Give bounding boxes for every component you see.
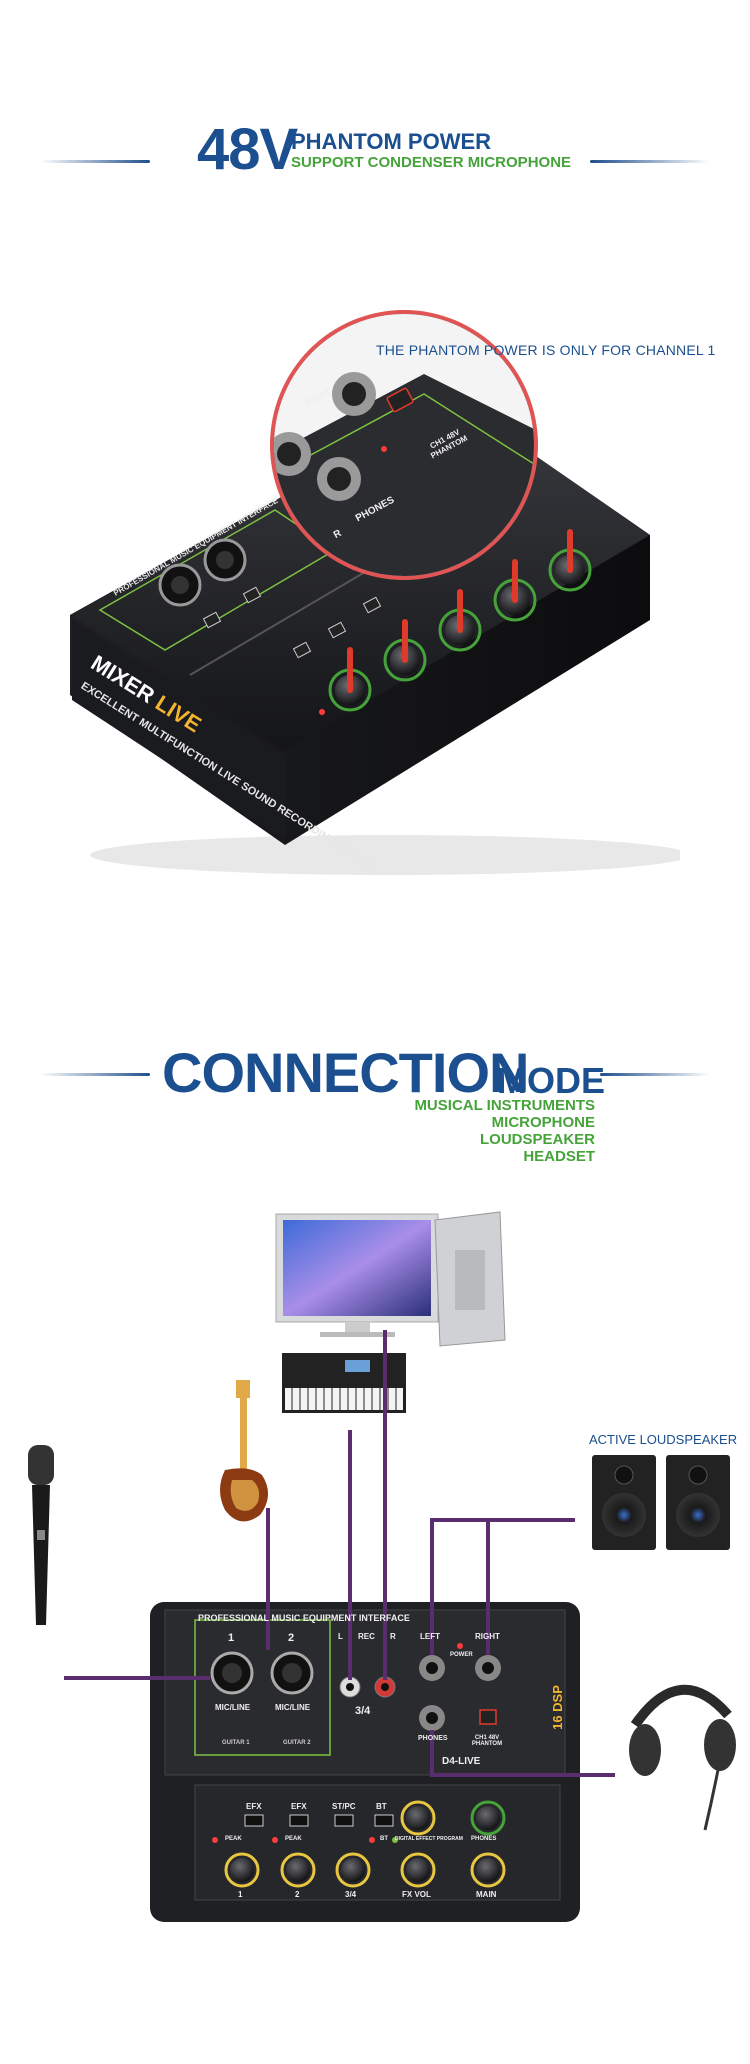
rec-label: REC bbox=[358, 1632, 375, 1641]
computer-tower bbox=[434, 1211, 506, 1347]
ch1-number: 1 bbox=[228, 1632, 235, 1644]
right-out-label: RIGHT bbox=[475, 1632, 500, 1641]
phantom-power-title: PHANTOM POWER bbox=[291, 129, 492, 154]
mode-item-headset: HEADSET bbox=[523, 1148, 595, 1165]
phones-knob-label: PHONES bbox=[471, 1836, 497, 1842]
power-label: POWER bbox=[450, 1652, 473, 1658]
header-rule-right bbox=[590, 160, 710, 163]
zoom-detail-image bbox=[274, 314, 534, 576]
header-rule-left-2 bbox=[40, 1073, 150, 1076]
knob-label-34: 3/4 bbox=[345, 1890, 357, 1899]
btn-stpc-label: ST/PC bbox=[332, 1802, 356, 1811]
left-out-label: LEFT bbox=[420, 1632, 440, 1641]
knob-label-fxvol: FX VOL bbox=[402, 1890, 431, 1899]
ch2-micline-label: MIC/LINE bbox=[275, 1703, 311, 1712]
dsp-badge: 16 DSP bbox=[549, 1685, 565, 1730]
ch34-label: 3/4 bbox=[355, 1705, 371, 1717]
microphone bbox=[28, 1445, 54, 1625]
ch1-micline-label: MIC/LINE bbox=[215, 1703, 251, 1712]
connection-diagram bbox=[28, 1211, 736, 1922]
knob-label-main: MAIN bbox=[476, 1890, 497, 1899]
peak-label-2: PEAK bbox=[285, 1836, 302, 1842]
guitar1-label: GUITAR 1 bbox=[222, 1740, 250, 1746]
phones-out-label: PHONES bbox=[418, 1735, 448, 1742]
front-mixer-body bbox=[150, 1602, 580, 1922]
ch2-number: 2 bbox=[288, 1632, 295, 1644]
dfx-label: DIGITAL EFFECT PROGRAM bbox=[395, 1836, 463, 1842]
keyboard bbox=[282, 1353, 406, 1413]
connection-title: CONNECTION bbox=[162, 1041, 529, 1104]
model-label: D4-LIVE bbox=[442, 1756, 481, 1767]
phantom-power-subtitle: SUPPORT CONDENSER MICROPHONE bbox=[291, 154, 572, 171]
computer-monitor bbox=[275, 1213, 439, 1337]
bt-led-label: BT bbox=[380, 1836, 388, 1842]
phantom-zoom-circle: RIGHT CH1 48V PHANTOM PHONES R bbox=[270, 310, 538, 580]
active-speakers bbox=[592, 1455, 730, 1550]
mode-item-instruments: MUSICAL INSTRUMENTS bbox=[414, 1097, 595, 1114]
connection-mode-list: MUSICAL INSTRUMENTS MICROPHONE LOUDSPEAK… bbox=[414, 1097, 595, 1165]
connection-cables bbox=[64, 1330, 615, 1777]
btn-efx-2-label: EFX bbox=[291, 1802, 307, 1811]
front-panel-title: PROFESSIONAL MUSIC EQUIPMENT INTERFACE bbox=[198, 1613, 410, 1623]
phantom-switch-label: CH1 48V PHANTOM bbox=[471, 1735, 503, 1747]
phantom-channel-note: THE PHANTOM POWER IS ONLY FOR CHANNEL 1 bbox=[376, 342, 716, 358]
peak-label-1: PEAK bbox=[225, 1836, 242, 1842]
knob-label-1: 1 bbox=[238, 1890, 243, 1899]
header-rule-right-2 bbox=[600, 1073, 710, 1076]
guitar2-label: GUITAR 2 bbox=[283, 1740, 311, 1746]
btn-bt-label: BT bbox=[376, 1802, 387, 1811]
rec-l-label: L bbox=[338, 1632, 343, 1641]
mode-item-loudspeaker: LOUDSPEAKER bbox=[479, 1131, 595, 1148]
btn-efx-1-label: EFX bbox=[246, 1802, 262, 1811]
connection-title-accent: MODE bbox=[497, 1060, 605, 1101]
active-loudspeaker-label: ACTIVE LOUDSPEAKER bbox=[589, 1432, 738, 1447]
mode-item-microphone: MICROPHONE bbox=[491, 1114, 595, 1131]
knob-label-2: 2 bbox=[295, 1890, 300, 1899]
phantom-voltage-heading: 48V bbox=[197, 117, 298, 182]
electric-guitar bbox=[220, 1380, 269, 1522]
header-rule-left bbox=[40, 160, 150, 163]
headphones bbox=[629, 1685, 736, 1831]
rec-r-label: R bbox=[390, 1632, 396, 1641]
